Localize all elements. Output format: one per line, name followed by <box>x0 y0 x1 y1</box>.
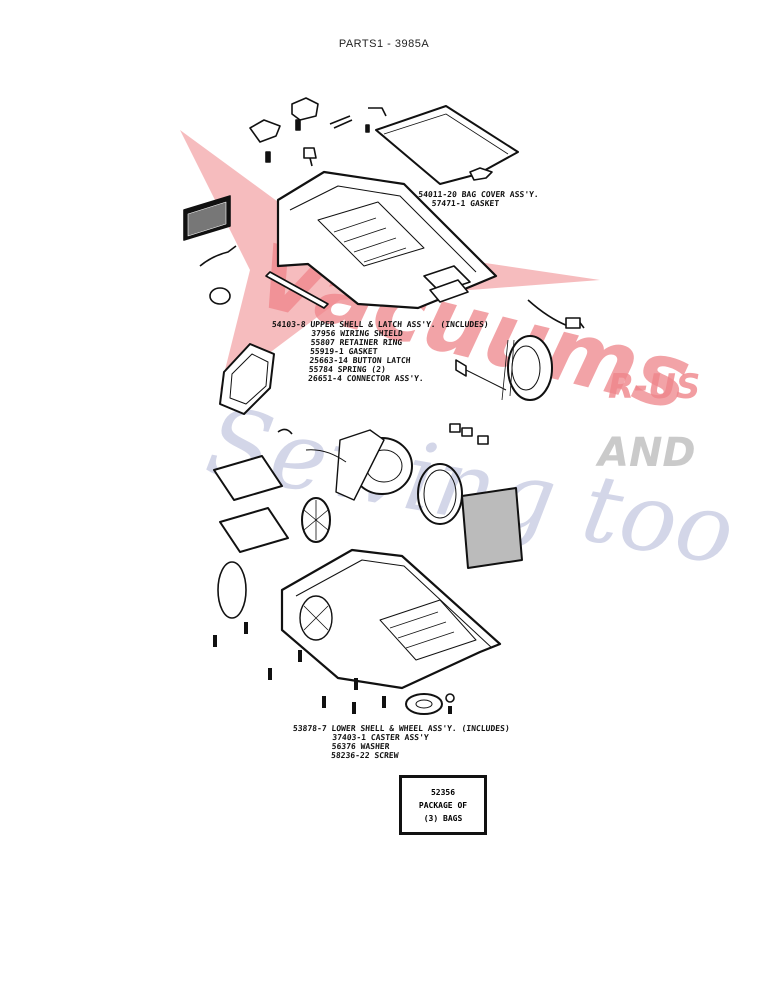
retainer-clip-part <box>277 428 293 435</box>
screw-part-3 <box>265 151 271 163</box>
screw-part-2 <box>365 124 370 133</box>
upper-shell-part <box>276 170 498 310</box>
upper-shell-label-item: 55784 SPRING (2) <box>308 365 387 374</box>
caster-part <box>405 693 455 715</box>
lower-shell-label-item: 56376 WASHER <box>331 742 390 751</box>
knob-part <box>209 287 231 305</box>
bag-cover-label-line-1: 54011-20 BAG COVER ASS'Y. <box>418 190 540 199</box>
cord-part <box>199 245 237 267</box>
lower-shell-label-item: 37403-1 CASTER ASS'Y <box>332 733 429 742</box>
gasket-ring-part <box>217 561 247 619</box>
impeller-part <box>301 497 331 543</box>
latch-button-part-2 <box>291 97 319 121</box>
upper-shell-label-item: 25663-14 BUTTON LATCH <box>309 356 411 365</box>
motor-fan-part <box>455 335 553 401</box>
filter-pad-part <box>183 195 231 241</box>
upper-shell-label-item: 55807 RETAINER RING <box>310 338 403 347</box>
upper-shell-label: 54103-8 UPPER SHELL & LATCH ASS'Y. (INCL… <box>268 320 489 383</box>
screw-set-part <box>213 622 386 714</box>
connector-pieces-part <box>449 423 489 445</box>
lower-shell-part <box>280 548 502 690</box>
upper-shell-label-item: 55919-1 GASKET <box>309 347 378 356</box>
screw-part <box>295 119 301 131</box>
filter-sheet-part <box>213 455 283 501</box>
power-cord-part <box>527 299 585 329</box>
spring-part <box>329 115 353 129</box>
lower-shell-label-item: 58236-22 SCREW <box>330 751 399 760</box>
upper-shell-label-item: 26651-4 CONNECTOR ASS'Y. <box>307 374 425 383</box>
connector-part <box>303 147 317 167</box>
bag-package-line-2: PACKAGE OF <box>418 801 468 810</box>
lower-shell-label-title: 53878-7 LOWER SHELL & WHEEL ASS'Y. (INCL… <box>292 724 511 733</box>
latch-button-part <box>249 119 281 143</box>
watermark-and-text: AND <box>595 430 696 476</box>
gasket-frame-part <box>219 343 275 415</box>
upper-shell-label-item: 37956 WIRING SHIELD <box>310 329 404 338</box>
lower-shell-label: 53878-7 LOWER SHELL & WHEEL ASS'Y. (INCL… <box>291 724 510 760</box>
motor-part <box>305 429 413 501</box>
rod-part <box>265 271 329 309</box>
upper-shell-label-title: 54103-8 UPPER SHELL & LATCH ASS'Y. (INCL… <box>271 320 489 329</box>
exhaust-filter-pad-part <box>461 487 523 569</box>
bag-package-box: 52356 PACKAGE OF (3) BAGS <box>399 775 487 835</box>
watermark-rus-text: R-US <box>608 367 700 407</box>
retainer-ring-part <box>417 463 463 525</box>
clip-part <box>368 107 387 117</box>
page-title: PARTS1 - 3985A <box>338 38 430 50</box>
filter-sheet-part-2 <box>219 507 289 553</box>
bag-package-line-3: (3) BAGS <box>423 814 463 823</box>
bag-cover-label: 54011-20 BAG COVER ASS'Y. 57471-1 GASKET <box>417 190 539 208</box>
bag-cover-label-line-2: 57471-1 GASKET <box>431 199 500 208</box>
bag-cover-part <box>375 105 519 185</box>
bag-package-part-number: 52356 <box>430 788 456 797</box>
